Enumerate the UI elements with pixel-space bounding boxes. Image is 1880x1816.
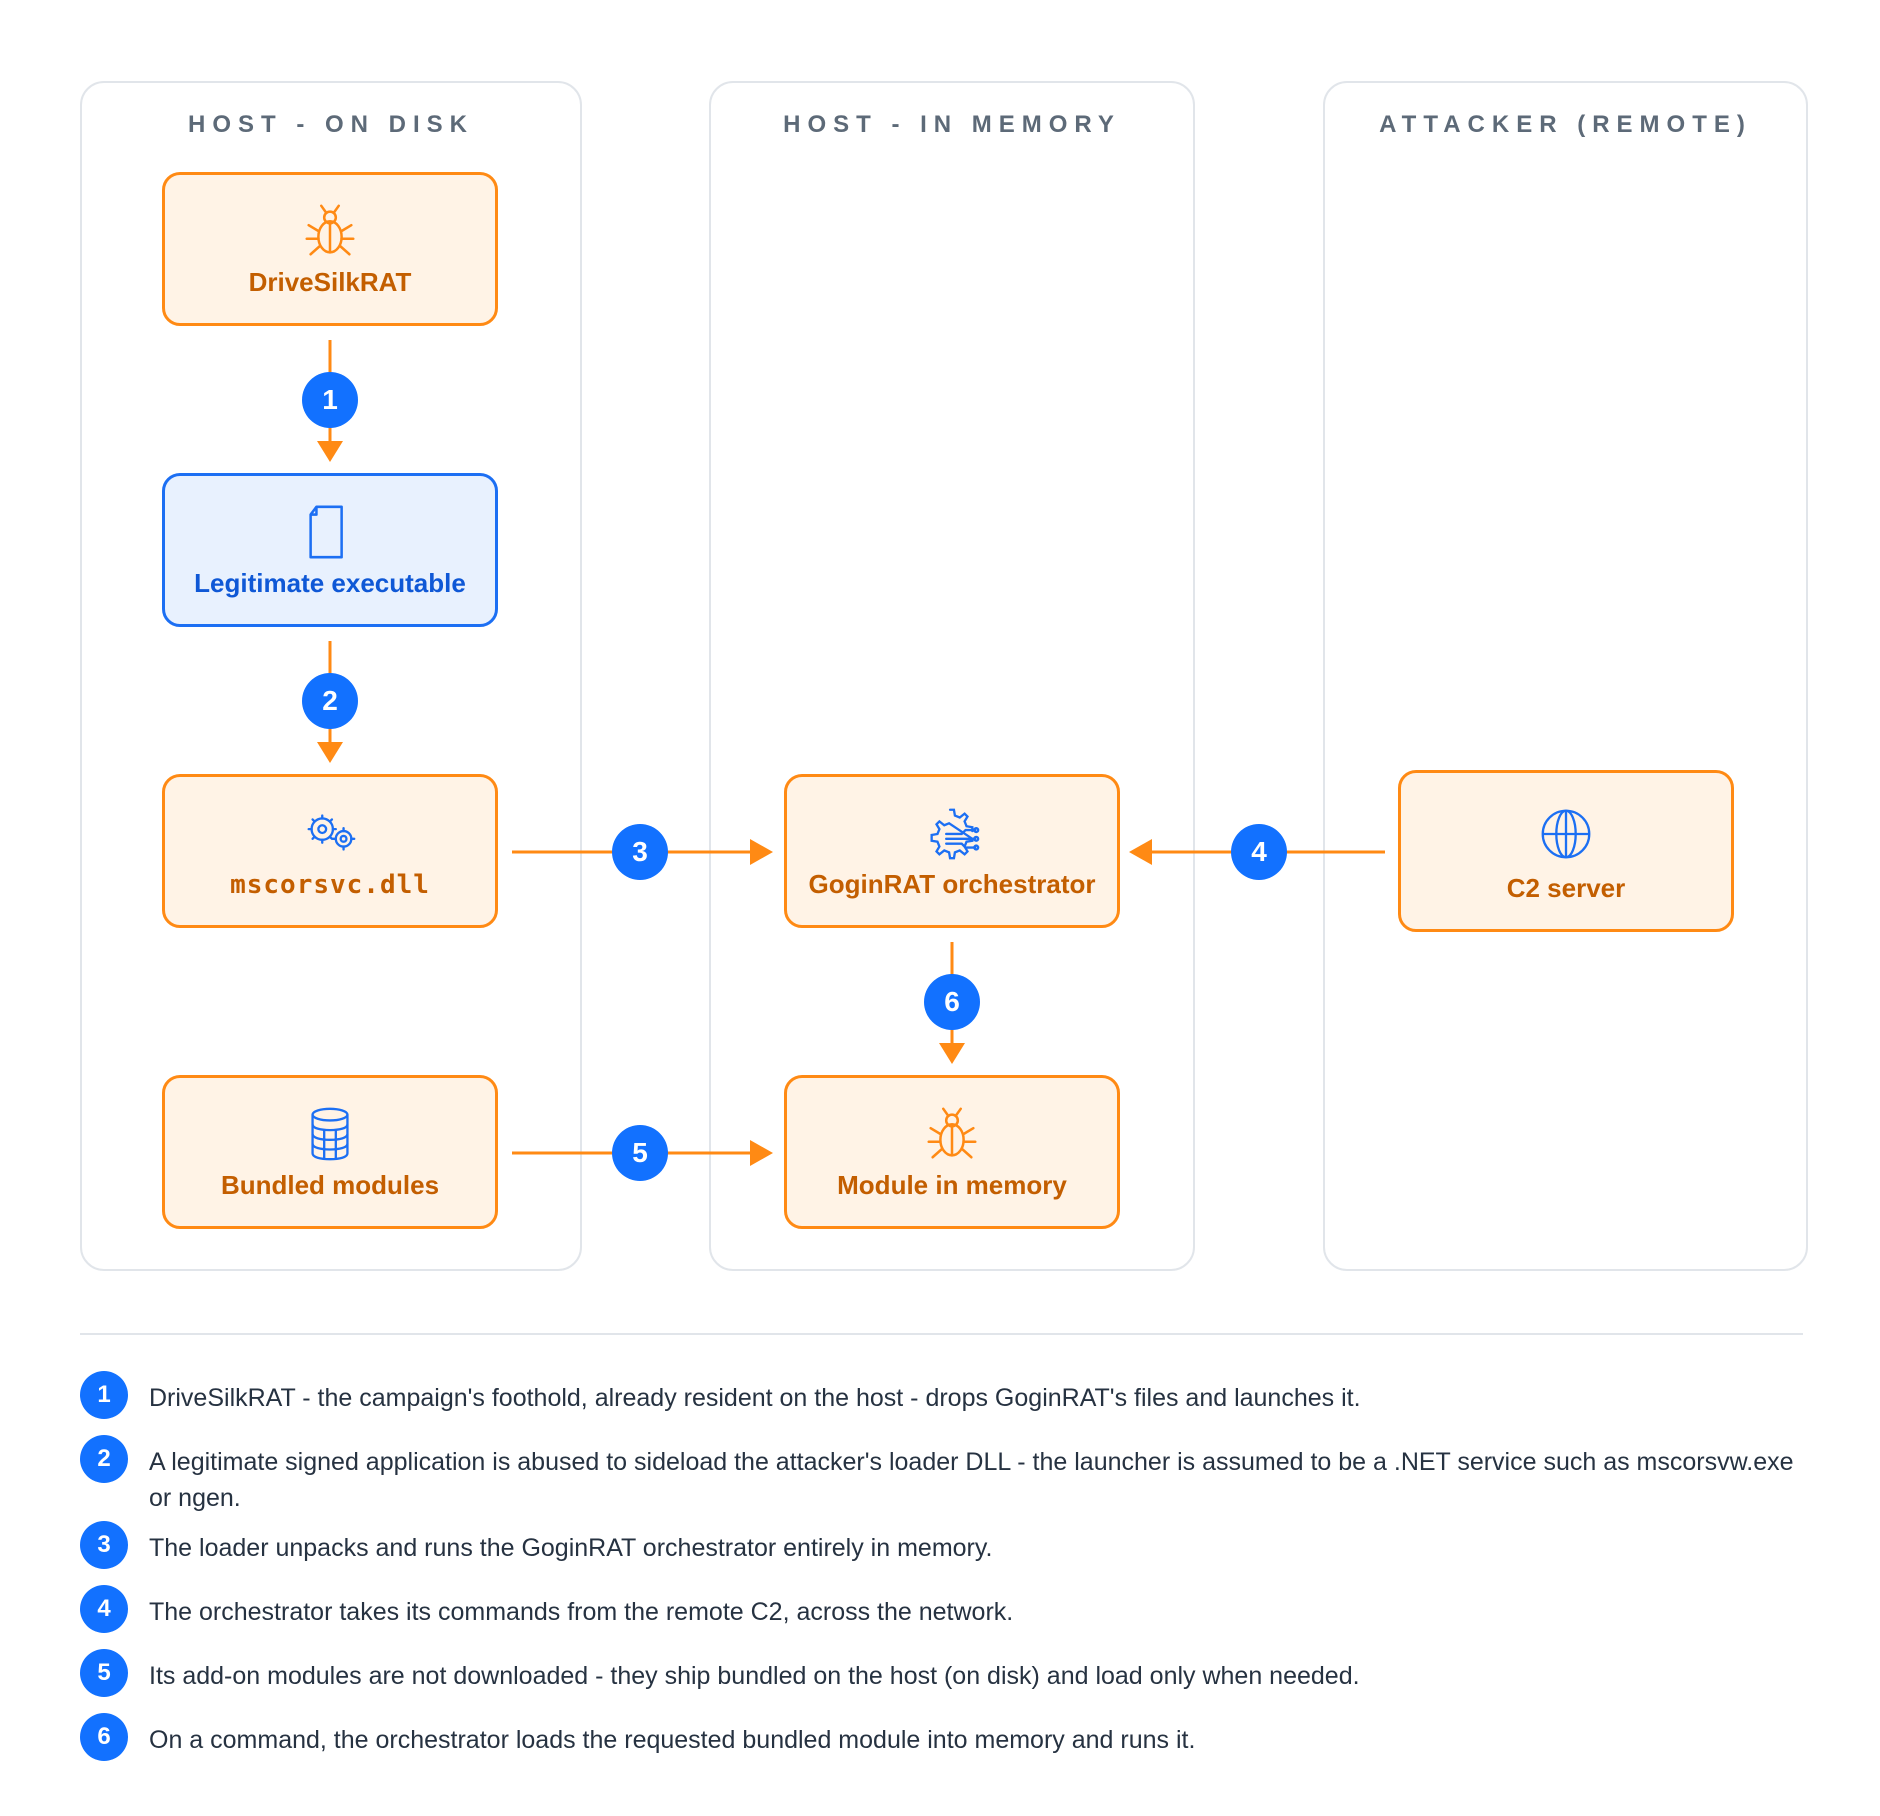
legend-badge: 1 [80, 1371, 128, 1419]
legend-divider [80, 1333, 1803, 1335]
document-icon [309, 505, 343, 559]
node-label: mscorsvc.dll [230, 870, 430, 900]
node-label: Bundled modules [220, 1170, 440, 1200]
step-badge-5: 5 [612, 1125, 668, 1181]
bug-icon [305, 204, 355, 256]
lane-title-host-in-memory: HOST - IN MEMORY [783, 111, 1121, 138]
node-drivesilkrat[interactable]: DriveSilkRAT [162, 172, 498, 326]
legend-badge: 5 [80, 1649, 128, 1697]
step-badge-6: 6 [924, 974, 980, 1030]
step-badge-3: 3 [612, 824, 668, 880]
circuit-gear-icon [930, 808, 980, 860]
database-icon [311, 1107, 349, 1161]
node-label: C2 server [1506, 873, 1626, 903]
lane-title-host-on-disk: HOST - ON DISK [187, 111, 474, 138]
node-c2-server[interactable]: C2 server [1398, 770, 1734, 932]
node-legitimate-executable[interactable]: Legitimate executable [162, 473, 498, 627]
legend-text: Its add-on modules are not downloaded - … [149, 1662, 1360, 1690]
globe-icon [1541, 809, 1591, 859]
node-label: DriveSilkRAT [248, 267, 412, 297]
step-badge-1: 1 [302, 372, 358, 428]
legend-badge: 3 [80, 1521, 128, 1569]
lane-attacker-remote: ATTACKER (REMOTE) [1323, 81, 1808, 1271]
node-label: Legitimate executable [194, 568, 466, 598]
legend-text: A legitimate signed application is abuse… [149, 1448, 1794, 1512]
legend-text: On a command, the orchestrator loads the… [149, 1726, 1196, 1754]
node-module-in-memory[interactable]: Module in memory [784, 1075, 1120, 1229]
legend-text: DriveSilkRAT - the campaign's foothold, … [149, 1384, 1361, 1412]
node-bundled-modules[interactable]: Bundled modules [162, 1075, 498, 1229]
legend-text: The loader unpacks and runs the GoginRAT… [149, 1534, 993, 1562]
node-label: Module in memory [837, 1170, 1067, 1200]
node-label: GoginRAT orchestrator [808, 869, 1096, 899]
legend-badge: 6 [80, 1713, 128, 1761]
legend-badge: 4 [80, 1585, 128, 1633]
legend-text: The orchestrator takes its commands from… [149, 1598, 1014, 1626]
node-goginrat-orchestrator[interactable]: GoginRAT orchestrator [784, 774, 1120, 928]
node-mscorsvc-dll[interactable]: mscorsvc.dll [162, 774, 498, 928]
step-badge-2: 2 [302, 673, 358, 729]
lane-host-in-memory: HOST - IN MEMORY [709, 81, 1195, 1271]
gears-icon [307, 814, 356, 851]
bug-icon [927, 1107, 977, 1159]
lane-title-attacker-remote: ATTACKER (REMOTE) [1379, 111, 1752, 138]
legend-badge: 2 [80, 1435, 128, 1483]
step-badge-4: 4 [1231, 824, 1287, 880]
